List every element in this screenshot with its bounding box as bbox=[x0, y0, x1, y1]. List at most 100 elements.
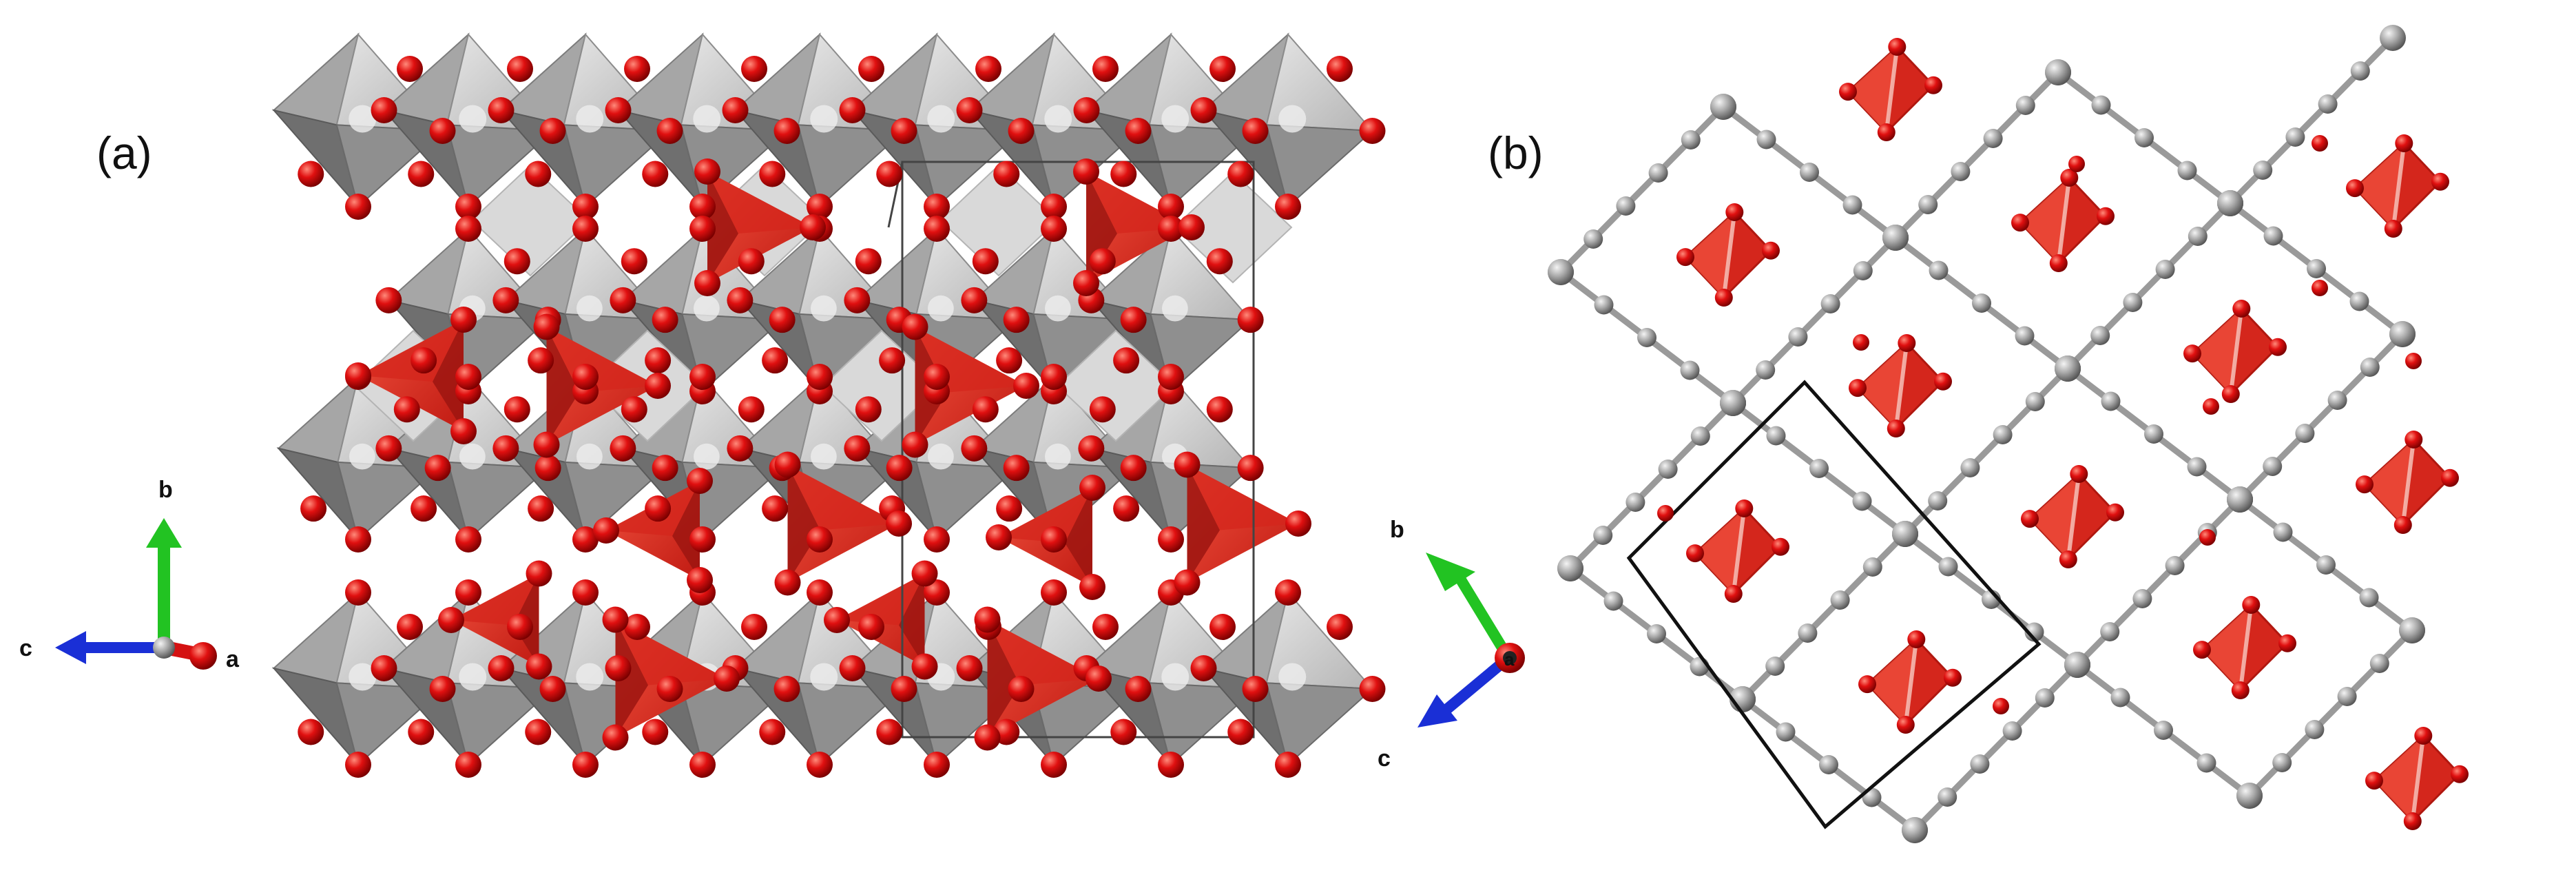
metal-center bbox=[810, 105, 838, 133]
oxygen-atom bbox=[1190, 97, 1217, 123]
panel-b-tetrahedra bbox=[1683, 45, 2462, 823]
metal-atom bbox=[2187, 457, 2207, 477]
tetrahedron-face bbox=[707, 172, 738, 283]
oxygen-atom bbox=[438, 607, 464, 633]
oxygen-atom bbox=[879, 347, 906, 374]
tetrahedron bbox=[787, 464, 899, 583]
oxygen-atom bbox=[924, 752, 950, 778]
oxygen-atom bbox=[800, 214, 826, 240]
oxygen-atom bbox=[411, 347, 437, 374]
oxygen-atom bbox=[345, 752, 371, 778]
tetrahedron-face bbox=[1858, 343, 1907, 429]
metal-atom bbox=[1820, 294, 1840, 313]
metal-atom bbox=[1830, 590, 1850, 610]
metal-atom bbox=[2380, 25, 2406, 51]
oxygen-atom bbox=[2395, 134, 2413, 152]
tetrahedron-face bbox=[987, 619, 1020, 738]
octahedron-face bbox=[337, 461, 440, 541]
oxygen-atom bbox=[1676, 248, 1694, 267]
octahedron bbox=[855, 227, 1019, 393]
oxygen-atom bbox=[1206, 396, 1233, 423]
tetrahedron-face bbox=[999, 488, 1092, 543]
oxygen-atom bbox=[2183, 344, 2201, 363]
axis-b-label: b bbox=[158, 477, 173, 503]
tetrahedron-edge bbox=[2238, 604, 2254, 691]
metal-atom bbox=[1928, 491, 1948, 510]
tetrahedron bbox=[2200, 603, 2289, 692]
oxygen-atom bbox=[1237, 307, 1264, 333]
octahedron-rear bbox=[1056, 329, 1176, 442]
oxygen-atom bbox=[774, 569, 801, 596]
metal-chain bbox=[2227, 486, 2425, 643]
oxygen-atom bbox=[2441, 468, 2459, 487]
metal-atom bbox=[1583, 229, 1603, 249]
panel-a-oxygen-atoms bbox=[298, 56, 1386, 778]
oxygen-atom bbox=[759, 719, 786, 745]
oxygen-atom bbox=[1993, 698, 2009, 714]
oxygen-atom bbox=[2346, 179, 2364, 198]
oxygen-atom bbox=[839, 97, 866, 123]
metal-atom bbox=[1852, 491, 1872, 511]
oxygen-atom bbox=[886, 455, 913, 482]
tetrahedron-face bbox=[899, 573, 925, 667]
oxygen-atom bbox=[2365, 772, 2383, 790]
oxygen-atom bbox=[602, 606, 629, 633]
oxygen-atom bbox=[924, 526, 950, 553]
oxygen-atom bbox=[1327, 56, 1353, 82]
metal-atom bbox=[2024, 622, 2044, 642]
oxygen-atom bbox=[1041, 194, 1067, 220]
metal-atom bbox=[2318, 94, 2338, 114]
oxygen-atom bbox=[645, 373, 671, 399]
oxygen-atom bbox=[572, 194, 599, 220]
oxygen-atom bbox=[2414, 727, 2433, 745]
oxygen-atom bbox=[2403, 812, 2422, 830]
oxygen-atom bbox=[602, 724, 629, 751]
metal-atom bbox=[1938, 787, 1957, 807]
oxygen-atom bbox=[858, 56, 884, 82]
oxygen-atom bbox=[1078, 435, 1105, 462]
oxygen-atom bbox=[855, 396, 882, 423]
oxygen-atom bbox=[645, 495, 672, 522]
tetrahedron-face bbox=[987, 619, 1099, 685]
oxygen-atom bbox=[1853, 334, 1869, 351]
oxygen-atom bbox=[503, 248, 530, 275]
oxygen-atom bbox=[397, 614, 423, 640]
octahedron-face bbox=[564, 461, 667, 541]
oxygen-atom bbox=[824, 607, 850, 633]
oxygen-atom bbox=[534, 455, 561, 482]
metal-atom bbox=[2399, 617, 2425, 643]
oxygen-atom bbox=[1898, 334, 1916, 352]
oxygen-atom bbox=[1209, 56, 1236, 82]
oxygen-atom bbox=[722, 97, 749, 123]
oxygen-atom bbox=[687, 468, 713, 494]
oxygen-atom bbox=[455, 526, 481, 553]
metal-atom bbox=[2144, 424, 2163, 444]
metal-atom bbox=[1892, 521, 1918, 547]
tetrahedron-face bbox=[707, 172, 813, 234]
metal-atom bbox=[2015, 326, 2035, 346]
tetrahedron-face bbox=[2374, 736, 2424, 821]
oxygen-atom bbox=[1924, 76, 1942, 94]
oxygen-atom bbox=[924, 364, 950, 390]
oxygen-atom bbox=[1125, 118, 1152, 144]
oxygen-atom bbox=[956, 655, 983, 681]
octahedron bbox=[276, 375, 440, 541]
oxygen-atom bbox=[1209, 614, 1236, 640]
metal-chain bbox=[2236, 617, 2425, 809]
octahedron-face bbox=[446, 124, 554, 208]
oxygen-atom bbox=[1714, 289, 1733, 307]
oxygen-atom bbox=[727, 287, 754, 313]
oxygen-atom bbox=[525, 719, 552, 745]
tetrahedron-face bbox=[546, 327, 579, 445]
oxygen-atom bbox=[656, 118, 683, 144]
metal-atom bbox=[1594, 295, 1614, 315]
oxygen-atom bbox=[876, 719, 903, 745]
octahedron-face bbox=[1148, 682, 1257, 766]
oxygen-atom bbox=[397, 56, 423, 82]
oxygen-atom bbox=[911, 653, 938, 680]
oxygen-atom bbox=[455, 216, 481, 242]
metal-atom bbox=[2015, 96, 2035, 115]
oxygen-atom bbox=[773, 676, 800, 702]
oxygen-atom bbox=[807, 526, 833, 553]
